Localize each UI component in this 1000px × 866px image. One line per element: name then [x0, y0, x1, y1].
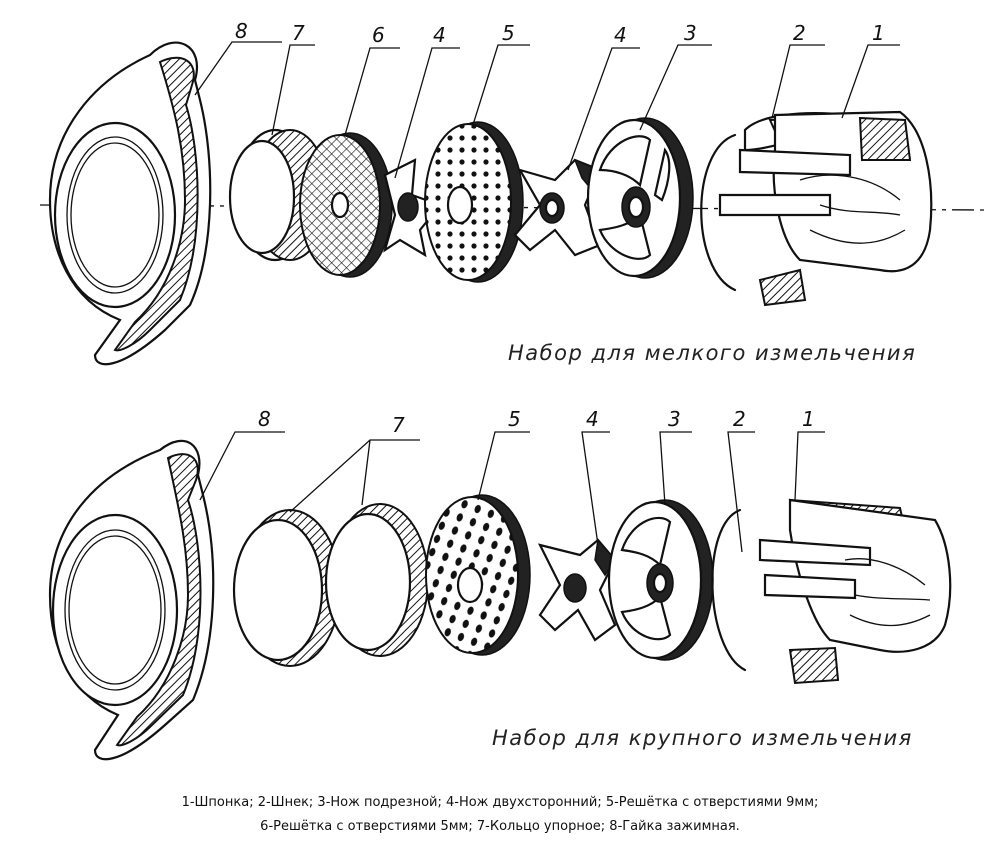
top-label-2: 2 [793, 21, 806, 45]
top-cutting-knife [586, 117, 694, 279]
top-double-knife-a [383, 158, 442, 258]
bottom-label-8: 8 [258, 407, 271, 431]
bottom-assembly: 8 7 5 4 3 2 1 Набор для крупного измельч… [48, 407, 952, 761]
top-label-4a: 4 [433, 23, 446, 47]
top-label-group: 8 7 6 4 5 4 3 2 1 [235, 19, 885, 47]
caption-line-2: 6-Решётка с отверстиями 5мм; 7-Кольцо уп… [260, 819, 740, 834]
bottom-thrust-ring-a [232, 509, 341, 667]
caption-line-1: 1-Шпонка; 2-Шнек; 3-Нож подрезной; 4-Нож… [182, 795, 819, 810]
bottom-grid-9mm [425, 494, 531, 656]
top-clamping-nut [48, 41, 212, 366]
bottom-label-3: 3 [668, 407, 681, 431]
top-label-6: 6 [372, 23, 385, 47]
top-double-knife-b [513, 158, 602, 257]
bottom-double-knife [537, 538, 617, 642]
top-set-title: Набор для мелкого измельчения [508, 341, 916, 365]
bottom-set-title: Набор для крупного измельчения [492, 726, 913, 750]
bottom-label-7: 7 [392, 413, 405, 437]
bottom-cutting-knife [607, 499, 714, 661]
top-label-3: 3 [684, 21, 697, 45]
bottom-key-housing [758, 498, 952, 653]
bottom-clamping-nut [48, 439, 215, 761]
top-grid-5mm [299, 132, 393, 278]
bottom-label-2: 2 [733, 407, 746, 431]
top-grid-9mm [424, 121, 524, 283]
top-label-1: 1 [872, 21, 885, 45]
bottom-leaders [199, 431, 825, 553]
bottom-label-5: 5 [508, 407, 521, 431]
top-label-4b: 4 [614, 23, 627, 47]
top-leaders [194, 41, 900, 179]
bottom-label-4: 4 [586, 407, 599, 431]
top-assembly: 8 7 6 4 5 4 3 2 1 Набор для мелкого изме… [39, 19, 986, 366]
top-label-7: 7 [292, 21, 305, 45]
bottom-label-group: 8 7 5 4 3 2 1 [258, 407, 815, 437]
bottom-thrust-ring-b [324, 503, 429, 657]
top-label-8: 8 [235, 19, 248, 43]
caption: 1-Шпонка; 2-Шнек; 3-Нож подрезной; 4-Нож… [182, 795, 819, 834]
top-label-5: 5 [502, 21, 515, 45]
bottom-label-1: 1 [802, 407, 815, 431]
top-key-housing [718, 110, 933, 273]
